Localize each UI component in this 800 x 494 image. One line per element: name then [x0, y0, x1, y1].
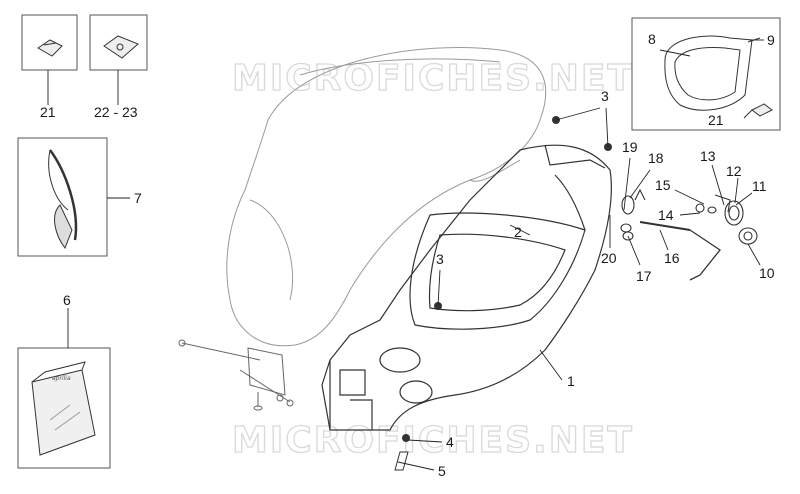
- callout-8: 8: [648, 31, 656, 47]
- callout-5: 5: [438, 463, 446, 479]
- callout-10: 10: [759, 265, 775, 281]
- screws: [394, 116, 612, 471]
- callout-3-mid: 3: [436, 251, 444, 267]
- hinge-bracket-assembly: [178, 339, 294, 411]
- callout-2: 2: [514, 224, 522, 240]
- callout-20: 20: [601, 250, 617, 266]
- seat-outline: [226, 47, 547, 347]
- part-box-7-cable-tie: [17, 137, 108, 257]
- callout-6: 6: [63, 292, 71, 308]
- callout-1: 1: [567, 373, 575, 389]
- callout-18: 18: [648, 150, 664, 166]
- callout-11: 11: [752, 178, 767, 194]
- watermark-top: MICROFICHES.NET: [232, 58, 634, 99]
- callout-3-top: 3: [601, 88, 609, 104]
- callout-12: 12: [726, 163, 742, 179]
- watermark-bottom: MICROFICHES.NET: [232, 420, 634, 461]
- brand-mark: aprilia: [52, 375, 71, 382]
- callout-21-box: 21: [708, 112, 724, 128]
- callout-9: 9: [767, 32, 775, 48]
- callout-16: 16: [664, 250, 680, 266]
- callout-19: 19: [622, 139, 638, 155]
- callout-15: 15: [655, 177, 671, 193]
- part-box-8-9-21: [631, 17, 781, 131]
- part-box-6-tool-pouch: aprilia: [17, 347, 111, 469]
- part-box-21: [21, 14, 78, 71]
- callout-22-23: 22 - 23: [94, 104, 138, 120]
- callout-14: 14: [658, 207, 674, 223]
- callout-7: 7: [134, 190, 142, 206]
- leader-lines: [47, 39, 764, 471]
- callout-17: 17: [636, 268, 652, 284]
- lock-parts-right: [620, 188, 758, 281]
- part-box-22-23: [89, 14, 148, 71]
- callout-4: 4: [446, 434, 454, 450]
- callout-13: 13: [700, 148, 716, 164]
- callout-21: 21: [40, 104, 56, 120]
- helmet-compartment-body: [321, 144, 612, 431]
